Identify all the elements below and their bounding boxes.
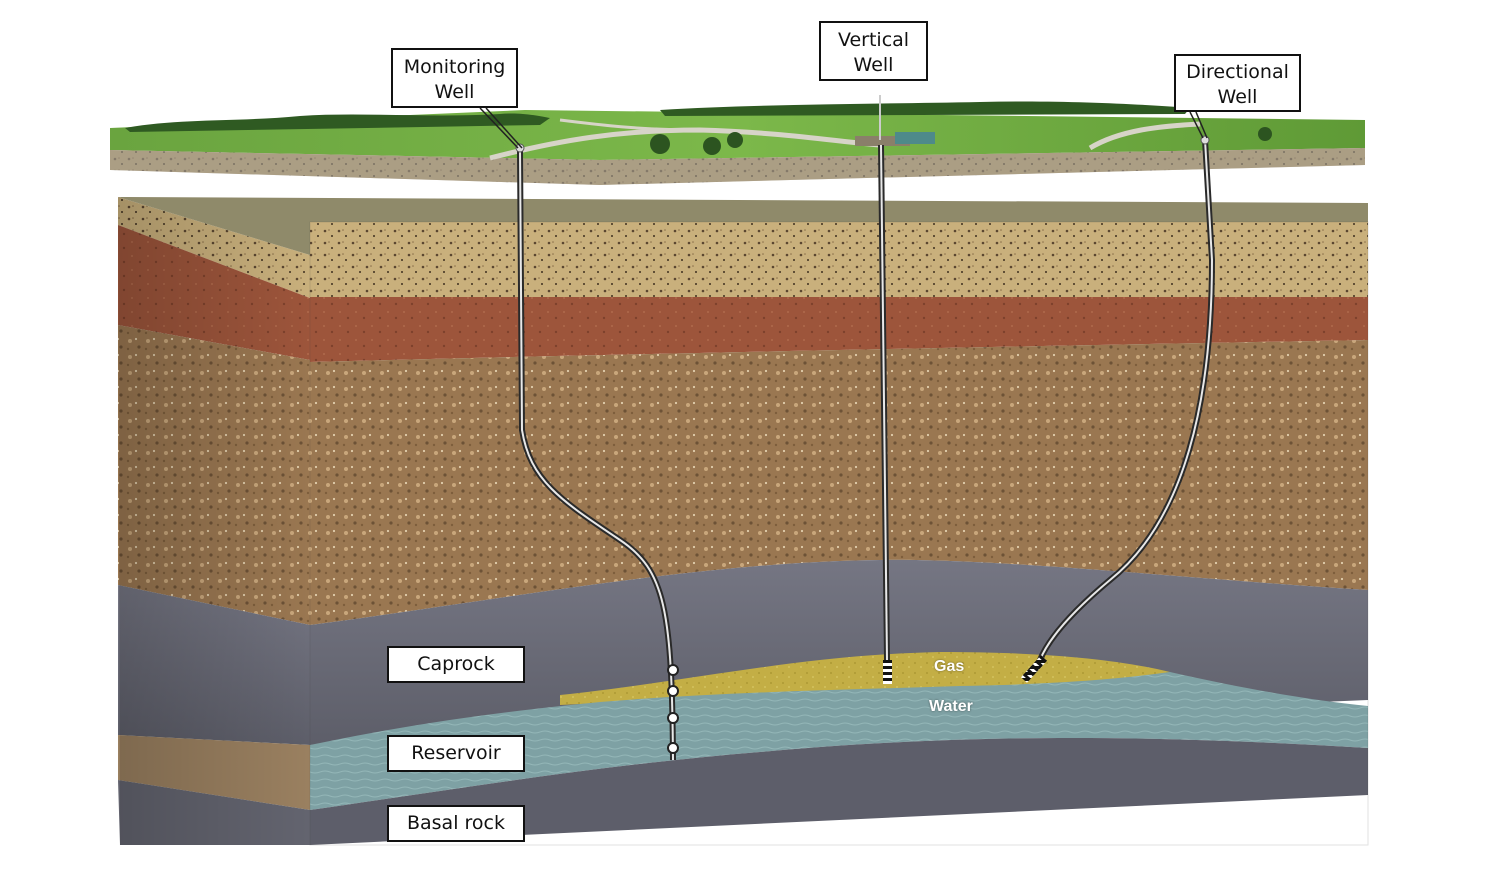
- water-layer: [310, 672, 1368, 810]
- caprock-label-text: Caprock: [417, 653, 495, 675]
- basal-layer: [310, 737, 1368, 845]
- sand-layer: [310, 222, 1368, 297]
- vertical-well-label-line1: Vertical: [837, 29, 910, 51]
- monitoring-well: [515, 143, 679, 761]
- directional-well-label-line1: Directional: [1186, 61, 1289, 83]
- monitoring-well-label-line1: Monitoring: [403, 56, 506, 78]
- label-leaders: [479, 107, 1208, 149]
- monitoring-sensors: [667, 664, 679, 754]
- basal-rock-label-text: Basal rock: [406, 812, 505, 834]
- vertical-well-perforations: [883, 660, 892, 684]
- reservoir-label: Reservoir: [387, 735, 525, 772]
- gas-layer: [560, 652, 1170, 705]
- surface-slab: [110, 101, 1365, 185]
- directional-well: [1021, 135, 1216, 683]
- caprock-label: Caprock: [387, 646, 525, 683]
- vertical-well: [878, 95, 892, 684]
- water-label: Water: [929, 698, 973, 715]
- directional-well-label: Directional Well: [1174, 54, 1301, 112]
- red-clay-layer: [310, 297, 1368, 362]
- monitoring-well-label-line2: Well: [434, 81, 475, 103]
- vertical-well-label: Vertical Well: [819, 21, 928, 81]
- block-front-face: [118, 197, 1369, 846]
- gas-label: Gas: [934, 658, 965, 675]
- basal-rock-label: Basal rock: [387, 805, 525, 842]
- monitoring-well-label: Monitoring Well: [391, 48, 518, 108]
- directional-well-label-line2: Well: [1217, 86, 1258, 108]
- block-side-face: [118, 197, 310, 845]
- gravel-layer: [310, 340, 1368, 625]
- vertical-well-label-line2: Well: [853, 54, 894, 76]
- reservoir-label-text: Reservoir: [411, 742, 501, 764]
